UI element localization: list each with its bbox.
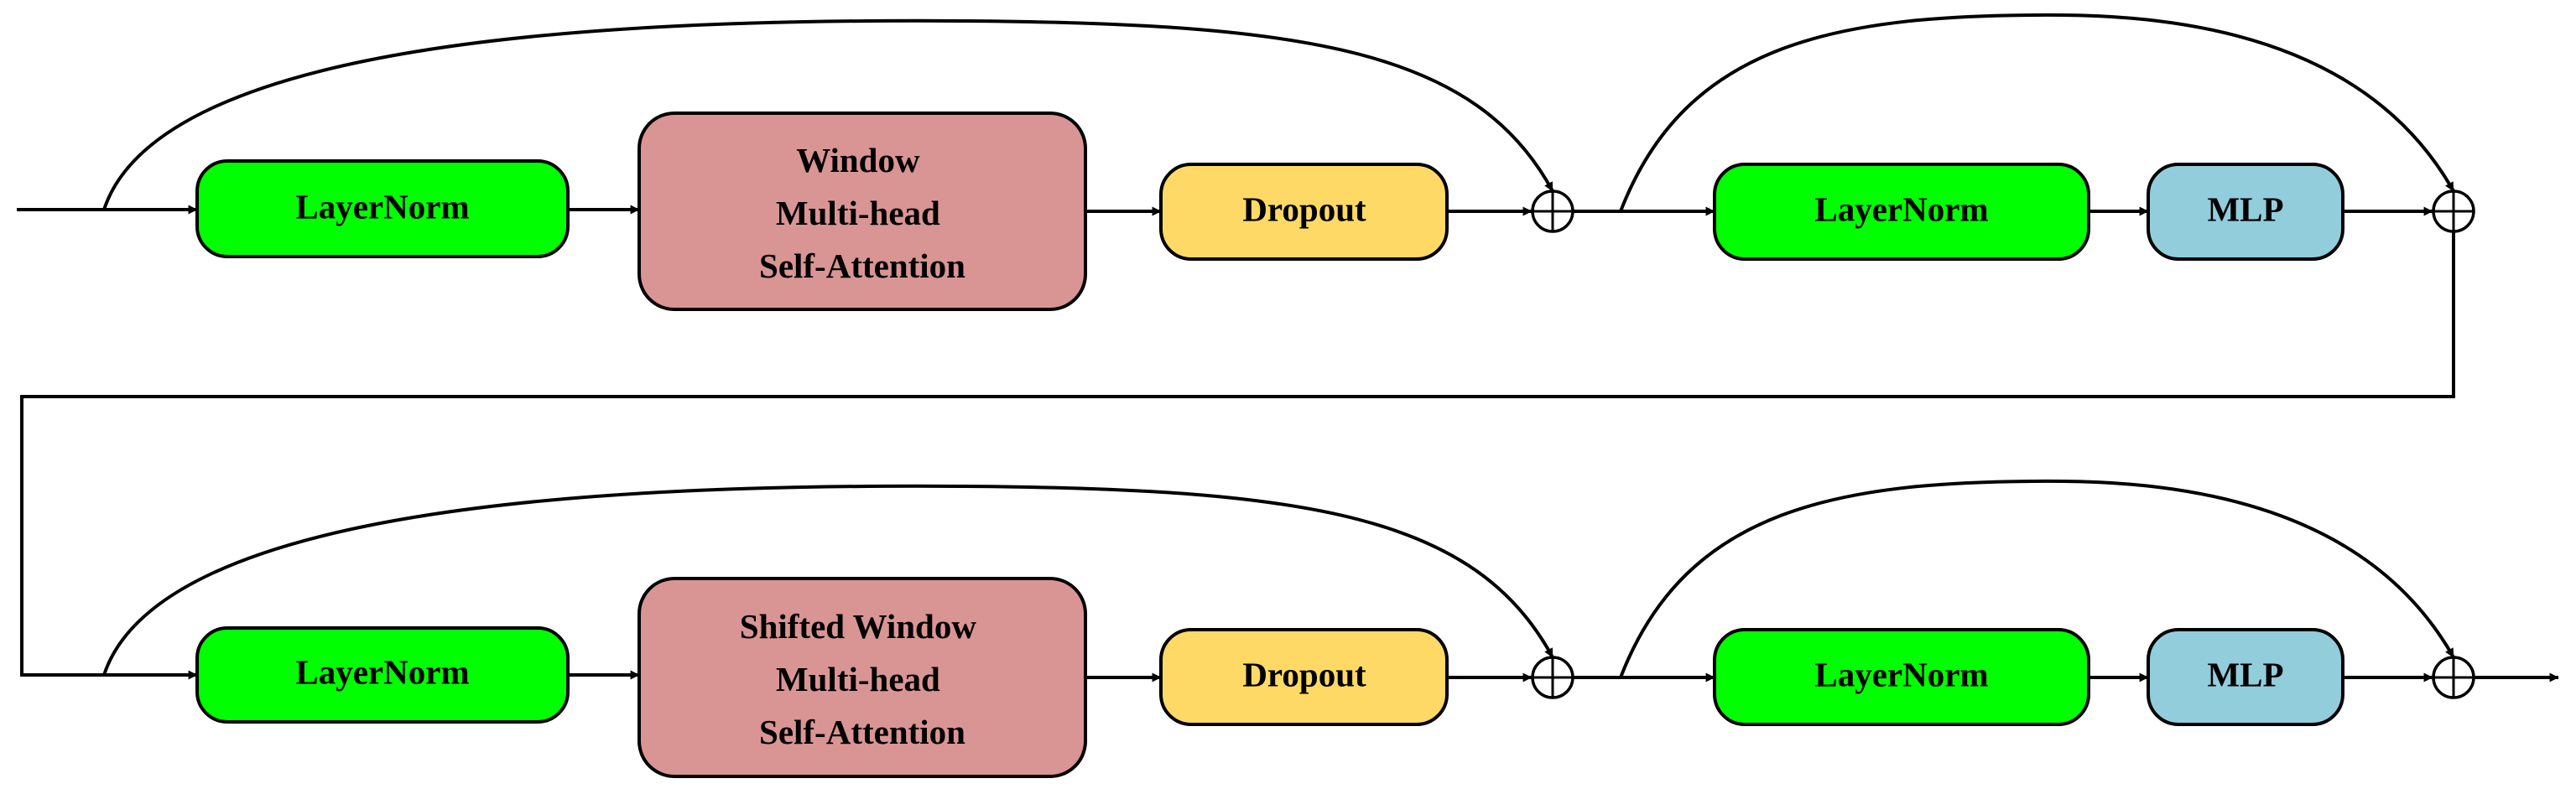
residual-arc-2 xyxy=(1619,479,2455,678)
row-1: LayerNorm Window Multi-head Self-Attenti… xyxy=(17,13,2475,311)
attention-box xyxy=(637,112,1087,311)
layernorm-label: LayerNorm xyxy=(295,187,469,226)
circle-plus-icon xyxy=(2432,656,2475,699)
attention-label: Window Multi-head Self-Attention xyxy=(759,141,965,285)
attention-box xyxy=(637,577,1087,778)
layernorm-box xyxy=(195,626,570,724)
residual-arc-1 xyxy=(102,484,1554,676)
dropout-box xyxy=(1159,163,1449,261)
circle-plus-icon xyxy=(2432,189,2475,233)
mlp-box xyxy=(2147,163,2344,261)
mlp-label: MLP xyxy=(2207,655,2283,693)
row-2: LayerNorm Shifted Window Multi-head Self… xyxy=(102,479,2559,778)
residual-arc-1 xyxy=(102,18,1554,210)
mlp-box xyxy=(2147,628,2344,726)
attention-line-3: Self-Attention xyxy=(759,713,965,751)
layernorm-label: LayerNorm xyxy=(1814,189,1988,228)
attention-line-2: Multi-head xyxy=(776,194,940,232)
attention-label: Shifted Window Multi-head Self-Attention xyxy=(740,607,985,751)
layernorm-box xyxy=(195,159,570,258)
row-connector xyxy=(20,231,2455,680)
attention-line-2: Multi-head xyxy=(776,660,940,698)
attention-line-1: Shifted Window xyxy=(740,607,977,646)
circle-plus-icon xyxy=(1531,189,1574,233)
dropout-label: Dropout xyxy=(1242,189,1366,228)
layernorm-label: LayerNorm xyxy=(1814,655,1988,693)
layernorm-label: LayerNorm xyxy=(295,652,469,691)
attention-line-1: Window xyxy=(796,141,920,179)
dropout-label: Dropout xyxy=(1242,655,1366,693)
residual-arc-2 xyxy=(1619,13,2455,212)
dropout-box xyxy=(1159,628,1449,726)
circle-plus-icon xyxy=(1531,656,1574,699)
layernorm-box xyxy=(1713,628,2090,726)
layernorm-box xyxy=(1713,163,2090,261)
mlp-label: MLP xyxy=(2207,189,2283,228)
attention-line-3: Self-Attention xyxy=(759,247,965,285)
